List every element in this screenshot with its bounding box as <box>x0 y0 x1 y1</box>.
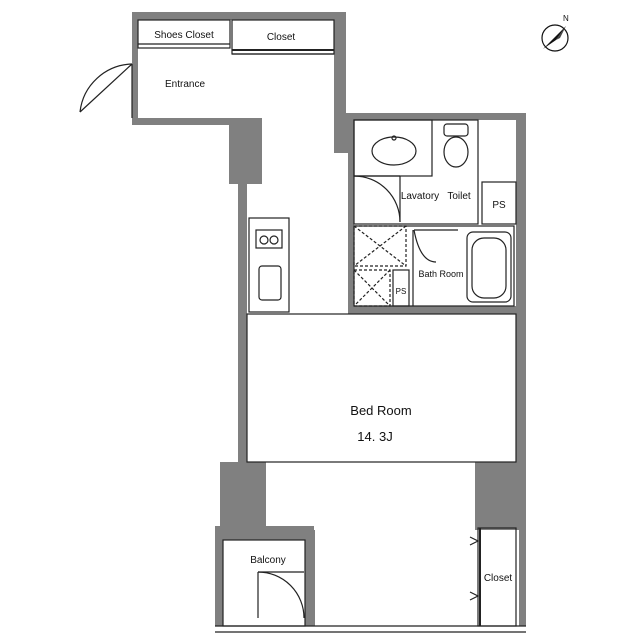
lavatory-room <box>353 119 479 225</box>
entrance-door <box>79 63 133 118</box>
room-label-lavatory: Lavatory <box>401 191 439 202</box>
kitchen-counter <box>248 217 290 313</box>
room-label-bed-room-size: 14. 3J <box>357 429 392 444</box>
room-label-bath-room: Bath Room <box>418 269 463 279</box>
ps-right-box <box>481 181 517 225</box>
room-label-ps-small: PS <box>396 287 407 296</box>
room-label-bed-room: Bed Room <box>350 403 411 418</box>
room-label-closet-bottom: Closet <box>484 573 513 584</box>
room-label-balcony: Balcony <box>250 555 286 566</box>
room-label-shoes-closet: Shoes Closet <box>154 30 214 41</box>
shoes-closet-box <box>137 19 231 49</box>
bath-room <box>353 225 515 307</box>
north-arrow-icon: N <box>541 14 569 52</box>
room-label-ps-right: PS <box>492 200 506 211</box>
bottom-window <box>215 625 526 633</box>
north-letter: N <box>563 14 569 23</box>
room-label-toilet: Toilet <box>447 191 471 202</box>
room-label-entrance: Entrance <box>165 79 205 90</box>
walls <box>132 12 526 626</box>
room-label-closet-top: Closet <box>267 32 296 43</box>
balcony-area <box>222 539 306 627</box>
